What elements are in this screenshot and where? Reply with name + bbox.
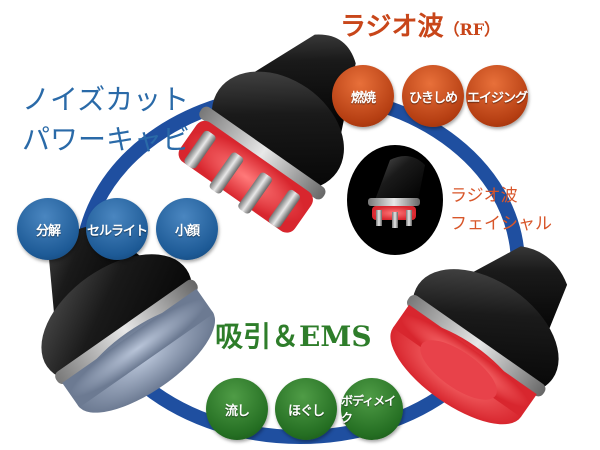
badge-breakdown: 分解 — [17, 198, 79, 260]
badge-tighten: ひきしめ — [402, 65, 464, 127]
facial-line1: ラジオ波 — [450, 186, 518, 206]
rf-title: ラジオ波 — [340, 12, 444, 42]
ems-device-head — [390, 246, 568, 425]
badge-small-face: 小顔 — [156, 198, 218, 260]
badge-burn: 燃焼 — [332, 65, 394, 127]
cavitation-heading: ノイズカット パワーキャビ — [22, 80, 190, 160]
badge-aging: エイジング — [466, 65, 528, 127]
badge-cellulite: セルライト — [86, 198, 148, 260]
badge-body-make: ボディメイク — [341, 378, 403, 440]
badge-loosen: ほぐし — [275, 378, 337, 440]
rf-heading: ラジオ波（RF） — [340, 6, 500, 43]
badge-flow: 流し — [206, 378, 268, 440]
rf-device-head — [178, 34, 356, 233]
rf-title-suffix: （RF） — [443, 20, 501, 39]
facial-line2: フェイシャル — [450, 214, 552, 234]
cavitation-line1: ノイズカット — [22, 83, 190, 116]
facial-heading: ラジオ波 フェイシャル — [450, 182, 552, 238]
facial-device-inset — [347, 145, 443, 255]
ems-heading: 吸引＆EMS — [215, 320, 372, 353]
cavitation-line2: パワーキャビ — [22, 123, 191, 156]
